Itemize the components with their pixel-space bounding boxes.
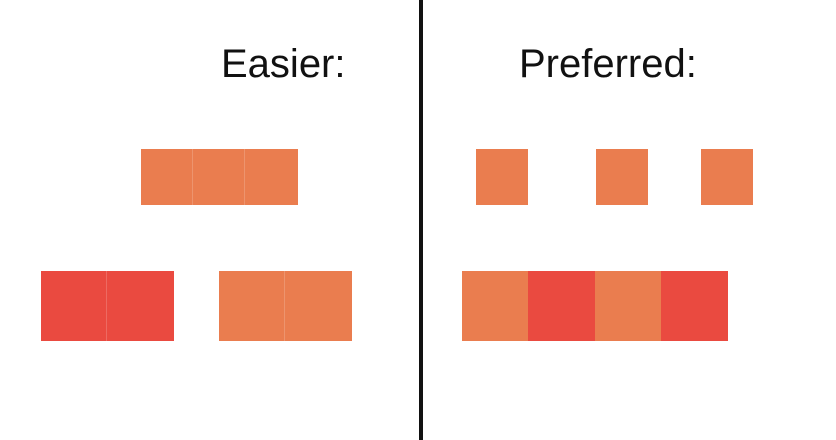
easier-heading: Easier: [221, 42, 346, 86]
panel-divider [419, 0, 423, 440]
preferred-top-block-3 [701, 149, 753, 205]
easier-bottom-block-4 [285, 271, 352, 341]
preferred-bottom-block-3 [595, 271, 661, 341]
easier-top-block-2 [193, 149, 245, 205]
preferred-heading: Preferred: [519, 42, 697, 86]
preferred-bottom-block-2 [528, 271, 595, 341]
easier-top-block-1 [141, 149, 193, 205]
preferred-top-block-2 [596, 149, 648, 205]
easier-top-block-3 [245, 149, 298, 205]
easier-bottom-block-1 [41, 271, 107, 341]
preferred-top-block-1 [476, 149, 528, 205]
easier-bottom-block-2 [107, 271, 174, 341]
preferred-bottom-block-4 [661, 271, 728, 341]
preferred-bottom-block-1 [462, 271, 528, 341]
easier-bottom-block-3 [219, 271, 285, 341]
